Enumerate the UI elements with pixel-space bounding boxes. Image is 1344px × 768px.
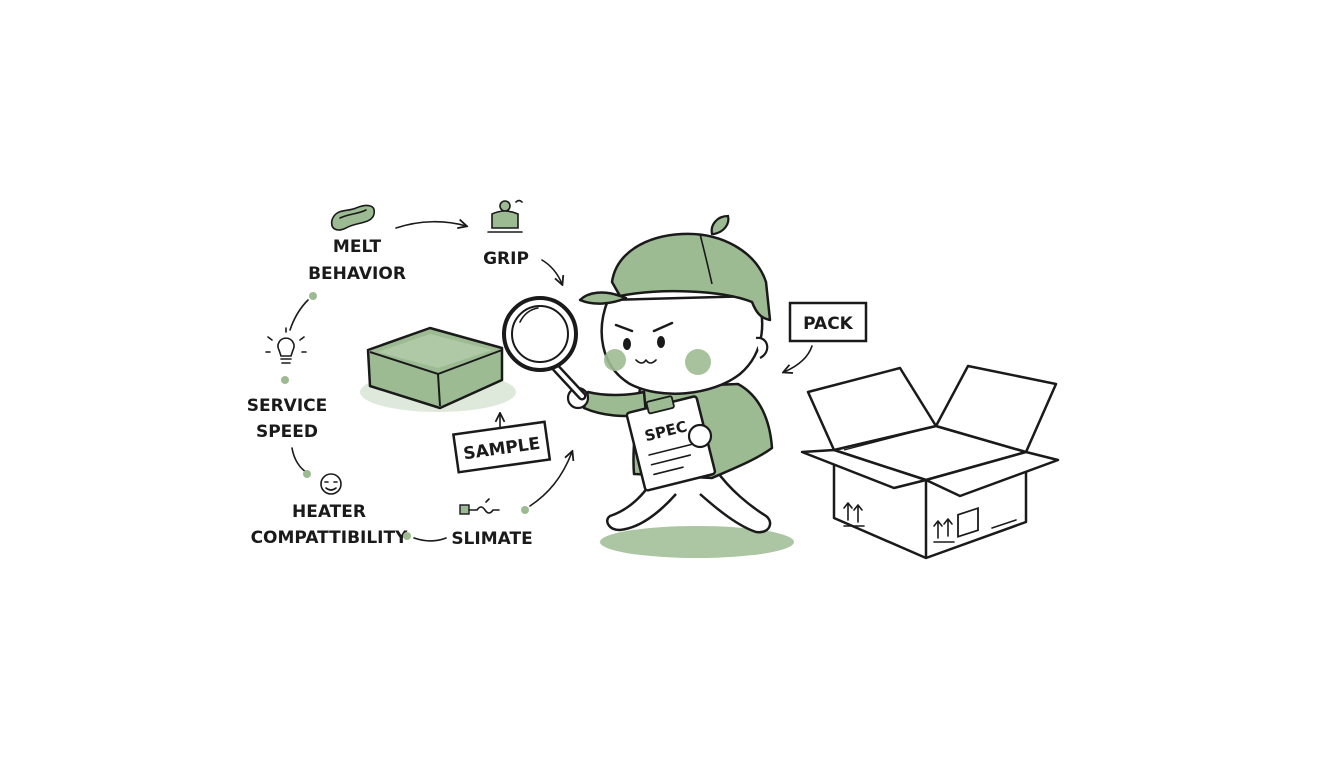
slimate-node: SLIMATE: [451, 498, 533, 549]
detective-character: SPEC: [502, 214, 794, 558]
cheek: [685, 349, 711, 375]
service-speed-node: SERVICE SPEED: [247, 327, 328, 442]
grip-label: GRIP: [483, 249, 529, 269]
sample-tag: SAMPLE: [451, 420, 552, 474]
lightbulb-icon: [265, 327, 307, 364]
this-side-up-arrows-icon: [843, 502, 1017, 543]
right-eye: [657, 336, 665, 348]
eyebrows: [614, 321, 674, 333]
magnifying-glass-icon: [502, 296, 587, 401]
left-eye: [623, 338, 631, 350]
cycle-dot: [281, 376, 289, 384]
right-leg: [699, 469, 772, 534]
cycle-connector-lower-left: [291, 447, 311, 478]
heater-label-line2: COMPATTIBILITY: [251, 528, 409, 548]
shipping-box: [800, 364, 1060, 560]
cycle-arrow-slimate-detective: [529, 452, 572, 507]
pack-tag: PACK: [788, 301, 868, 343]
melt-label-line1: MELT: [333, 237, 382, 257]
service-label-line2: SPEED: [256, 422, 318, 442]
heater-label-line1: HEATER: [292, 502, 366, 522]
smiley-heater-icon: [320, 473, 342, 495]
melt-behavior-node: MELT BEHAVIOR: [308, 204, 406, 284]
cycle-connector-bottom: [403, 532, 447, 542]
character-shadow: [600, 526, 794, 558]
wax-block-sample: [360, 326, 516, 412]
head: [600, 294, 764, 395]
pack-arrow: [784, 345, 813, 372]
slimate-label: SLIMATE: [451, 529, 532, 549]
grip-figure-icon: [487, 199, 523, 233]
right-hand: [687, 423, 713, 449]
cycle-arrow-grip-detective: [541, 259, 562, 284]
cycle-connector-left: [289, 292, 317, 331]
melt-label-line2: BEHAVIOR: [308, 264, 406, 284]
service-label-line1: SERVICE: [247, 396, 328, 416]
heater-node: HEATER COMPATTIBILITY: [251, 473, 409, 548]
plug-wave-icon: [459, 498, 500, 515]
grip-node: GRIP: [483, 199, 529, 269]
detective-hat-icon: [578, 214, 772, 322]
cycle-arrow-melt-grip: [395, 222, 466, 228]
mouth: [635, 359, 657, 364]
pack-label: PACK: [803, 314, 854, 334]
cheek: [604, 349, 626, 371]
wax-melt-icon: [330, 204, 376, 231]
ear: [755, 336, 769, 359]
cycle-dot: [521, 506, 529, 514]
